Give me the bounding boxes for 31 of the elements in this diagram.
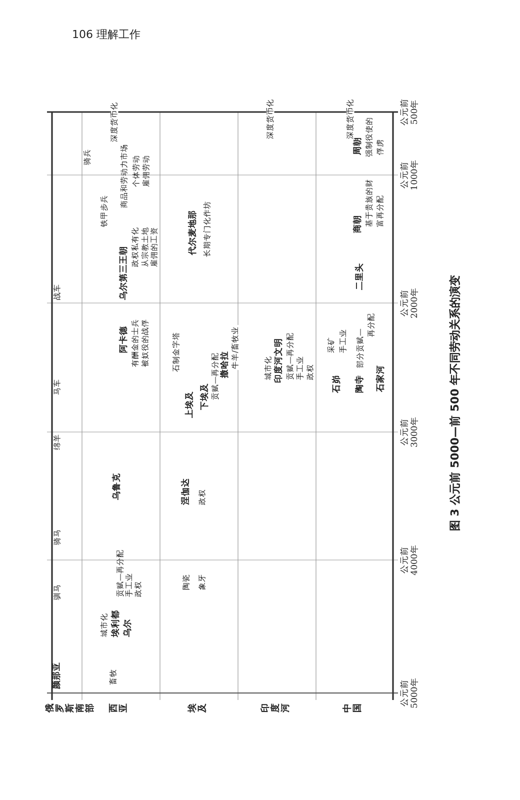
figure-caption: 图 3 公元前 5000—前 500 年不同劳动关系的演变 [450, 274, 460, 532]
place-name: 阿卡德 [120, 326, 128, 353]
place-name: 商朝 [354, 215, 362, 233]
date-label: 公元前3000年 [401, 416, 421, 448]
place-name: 印度河文明 [274, 338, 284, 383]
date-label: 公元前500年 [401, 98, 421, 128]
place-name: 乌尔第三王朝 [120, 246, 128, 300]
place-name: 涅伽达 [182, 478, 190, 505]
region-label: 俄罗斯南部 [46, 703, 96, 713]
page-header: 106 理解工作 [72, 29, 140, 40]
region-label: 印度河 [262, 703, 292, 713]
place-name: 二里头 [356, 263, 364, 290]
place-name: 周朝 [354, 137, 362, 155]
place-name: 代尔麦地那 [188, 210, 198, 255]
region-label: 西亚 [110, 703, 130, 713]
date-label: 公元前4000年 [401, 544, 421, 576]
region-label: 中国 [344, 703, 364, 713]
place-name: 上埃及 [186, 391, 194, 418]
date-label: 公元前1000年 [401, 159, 421, 191]
place-name: 石家河 [376, 365, 386, 392]
place-name: 埃利都 [112, 610, 120, 637]
place-name: 撒哈拉 [220, 351, 230, 378]
date-label: 公元前2000年 [401, 287, 421, 319]
place-name: 颜那亚 [52, 662, 62, 689]
place-name: 陶寺 [356, 375, 364, 393]
place-name: 乌鲁克 [112, 473, 122, 500]
place-name: 乌尔 [124, 619, 132, 637]
place-name: 下埃及 [200, 383, 210, 410]
region-label: 埃及 [189, 703, 209, 713]
place-name: 石峁 [332, 375, 342, 393]
date-label: 公元前5000年 [401, 677, 421, 709]
